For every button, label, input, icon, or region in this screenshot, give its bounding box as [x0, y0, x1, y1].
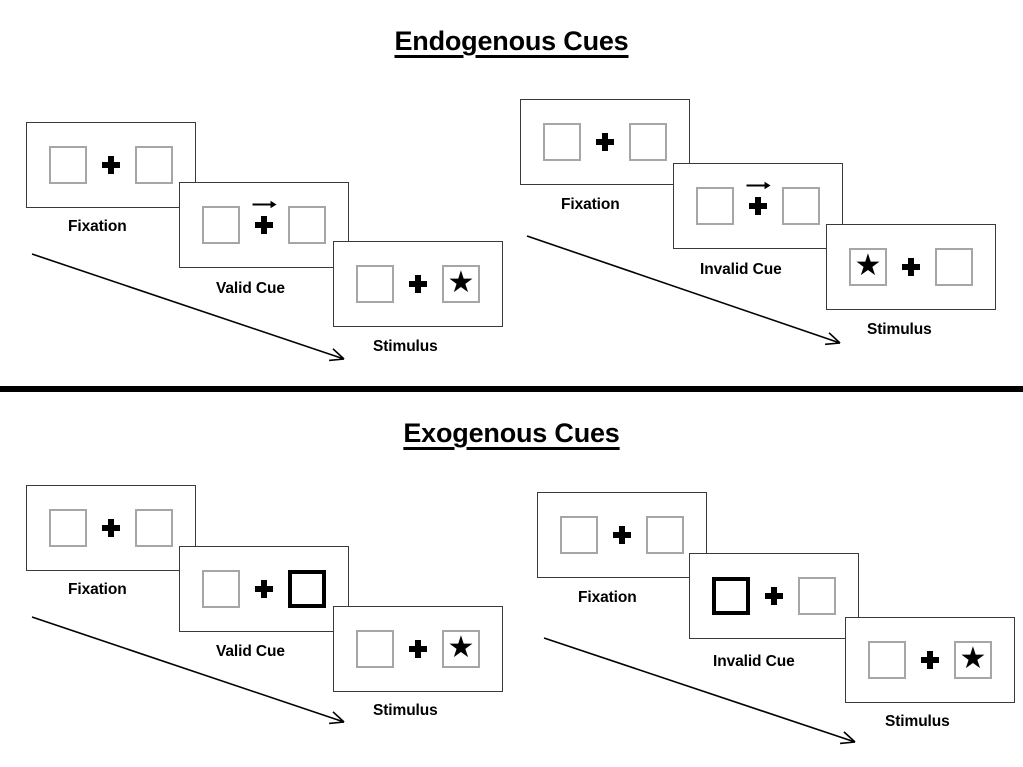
- time-arrow-exogenous-invalid: [543, 637, 856, 745]
- frame-content: [202, 200, 326, 244]
- left-placeholder-box: [712, 577, 750, 615]
- center-column: [405, 275, 431, 293]
- right-placeholder-box: [935, 248, 973, 286]
- center-column: [761, 587, 787, 605]
- star-icon: ★: [447, 631, 475, 664]
- frame-content: [560, 516, 684, 554]
- fixation-cross-icon: [255, 580, 273, 598]
- section-title-endogenous: Endogenous Cues: [394, 26, 629, 56]
- arrow-right-icon: [746, 181, 771, 190]
- fixation-cross-icon: [613, 526, 631, 544]
- center-column: [251, 580, 277, 598]
- time-arrow-exogenous-valid: [31, 616, 345, 725]
- center-column: [251, 200, 277, 234]
- section-divider: [0, 386, 1023, 392]
- right-placeholder-box: [646, 516, 684, 554]
- center-column: [898, 258, 924, 276]
- center-column: [609, 526, 635, 544]
- left-placeholder-box: [696, 187, 734, 225]
- trial-frame-endogenous-valid-valid-cue: [179, 182, 349, 268]
- trial-frame-endogenous-invalid-fixation: [520, 99, 690, 185]
- fixation-cross-icon: [765, 587, 783, 605]
- right-placeholder-box: [135, 509, 173, 547]
- left-placeholder-box: [49, 146, 87, 184]
- trial-frame-exogenous-invalid-fixation: [537, 492, 707, 578]
- left-placeholder-box: [202, 206, 240, 244]
- frame-caption-fixation: Fixation: [561, 196, 620, 213]
- trial-frame-endogenous-invalid-stimulus: ★: [826, 224, 996, 310]
- left-placeholder-box: [356, 630, 394, 668]
- arrow-right-icon: [252, 200, 277, 209]
- fixation-cross-icon: [749, 197, 767, 215]
- trial-frame-exogenous-invalid-stimulus: ★: [845, 617, 1015, 703]
- frame-caption-invalid-cue: Invalid Cue: [700, 261, 782, 278]
- frame-caption-fixation: Fixation: [578, 589, 637, 606]
- right-placeholder-box: [288, 206, 326, 244]
- star-icon: ★: [447, 266, 475, 299]
- fixation-cross-icon: [921, 651, 939, 669]
- frame-content: ★: [356, 630, 480, 668]
- center-column: [98, 156, 124, 174]
- right-placeholder-box: [135, 146, 173, 184]
- time-arrow-endogenous-valid: [31, 253, 345, 362]
- left-placeholder-box: [560, 516, 598, 554]
- frame-caption-valid-cue: Valid Cue: [216, 280, 285, 297]
- section-title-exogenous: Exogenous Cues: [403, 418, 620, 448]
- trial-frame-exogenous-valid-valid-cue: [179, 546, 349, 632]
- center-column: [745, 181, 771, 215]
- left-placeholder-box: [868, 641, 906, 679]
- trial-frame-exogenous-valid-stimulus: ★: [333, 606, 503, 692]
- fixation-cross-icon: [102, 156, 120, 174]
- frame-content: [202, 570, 326, 608]
- right-placeholder-box: ★: [954, 641, 992, 679]
- fixation-cross-icon: [902, 258, 920, 276]
- center-column: [592, 133, 618, 151]
- fixation-cross-icon: [409, 640, 427, 658]
- trial-frame-endogenous-valid-stimulus: ★: [333, 241, 503, 327]
- fixation-cross-icon: [102, 519, 120, 537]
- left-placeholder-box: [356, 265, 394, 303]
- left-placeholder-box: [543, 123, 581, 161]
- star-icon: ★: [854, 249, 882, 282]
- time-arrow-endogenous-invalid: [526, 235, 841, 346]
- frame-caption-stimulus: Stimulus: [867, 321, 932, 338]
- trial-frame-exogenous-invalid-invalid-cue: [689, 553, 859, 639]
- frame-caption-fixation: Fixation: [68, 581, 127, 598]
- frame-content: [543, 123, 667, 161]
- fixation-cross-icon: [596, 133, 614, 151]
- star-icon: ★: [959, 642, 987, 675]
- right-placeholder-box: [798, 577, 836, 615]
- frame-caption-stimulus: Stimulus: [373, 338, 438, 355]
- trial-frame-endogenous-valid-fixation: [26, 122, 196, 208]
- center-column: [405, 640, 431, 658]
- left-placeholder-box: [202, 570, 240, 608]
- frame-content: [49, 509, 173, 547]
- trial-frame-endogenous-invalid-invalid-cue: [673, 163, 843, 249]
- fixation-cross-icon: [255, 216, 273, 234]
- fixation-cross-icon: [409, 275, 427, 293]
- center-column: [98, 519, 124, 537]
- frame-content: ★: [868, 641, 992, 679]
- right-placeholder-box: [629, 123, 667, 161]
- trial-frame-exogenous-valid-fixation: [26, 485, 196, 571]
- left-placeholder-box: [49, 509, 87, 547]
- frame-content: [696, 181, 820, 225]
- frame-caption-fixation: Fixation: [68, 218, 127, 235]
- right-placeholder-box: ★: [442, 630, 480, 668]
- frame-caption-invalid-cue: Invalid Cue: [713, 653, 795, 670]
- right-placeholder-box: [782, 187, 820, 225]
- frame-caption-stimulus: Stimulus: [373, 702, 438, 719]
- right-placeholder-box: ★: [442, 265, 480, 303]
- right-placeholder-box: [288, 570, 326, 608]
- frame-content: ★: [356, 265, 480, 303]
- frame-content: ★: [849, 248, 973, 286]
- frame-content: [49, 146, 173, 184]
- frame-content: [712, 577, 836, 615]
- frame-caption-stimulus: Stimulus: [885, 713, 950, 730]
- frame-caption-valid-cue: Valid Cue: [216, 643, 285, 660]
- left-placeholder-box: ★: [849, 248, 887, 286]
- center-column: [917, 651, 943, 669]
